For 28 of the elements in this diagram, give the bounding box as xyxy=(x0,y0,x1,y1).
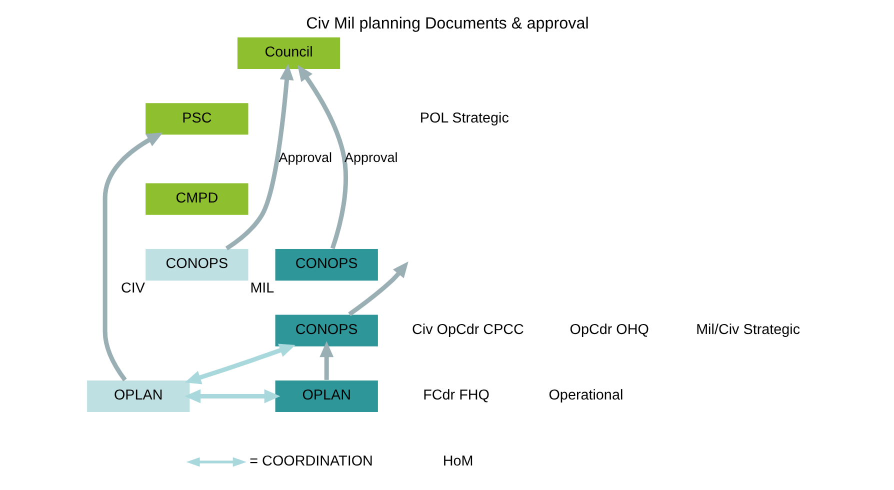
label: Operational xyxy=(548,388,623,404)
label: Mil/Civ Strategic xyxy=(696,322,800,338)
node-box: CMPD xyxy=(144,182,249,216)
arrow xyxy=(184,344,295,384)
node-box: OPLAN xyxy=(274,380,378,413)
node-box: Council xyxy=(236,36,340,70)
node-label: MIL xyxy=(250,280,274,297)
legend-label: = COORDINATION xyxy=(249,453,372,470)
arrow xyxy=(319,341,334,380)
node-box: PSC xyxy=(144,102,249,136)
label: Civ OpCdr CPCC xyxy=(412,322,524,338)
node-label: CIV xyxy=(120,280,144,297)
label: FCdr FHQ xyxy=(422,388,489,404)
node-box: CONOPS xyxy=(144,248,249,282)
label: OpCdr OHQ xyxy=(569,322,648,338)
node-box: OPLAN xyxy=(86,380,190,413)
label: HoM xyxy=(442,453,473,470)
diagram-title: Civ Mil planning Documents & approval xyxy=(306,14,588,32)
edge-label: Approval xyxy=(344,150,398,166)
label: POL Strategic xyxy=(419,110,508,126)
arrow xyxy=(348,261,408,316)
edge-label: Approval xyxy=(278,150,332,166)
arrow xyxy=(102,132,162,382)
arrow xyxy=(297,64,348,250)
node-box: CONOPS xyxy=(274,248,378,282)
node-box: CONOPS xyxy=(274,314,378,348)
arrow xyxy=(224,64,294,250)
arrow xyxy=(184,389,280,404)
